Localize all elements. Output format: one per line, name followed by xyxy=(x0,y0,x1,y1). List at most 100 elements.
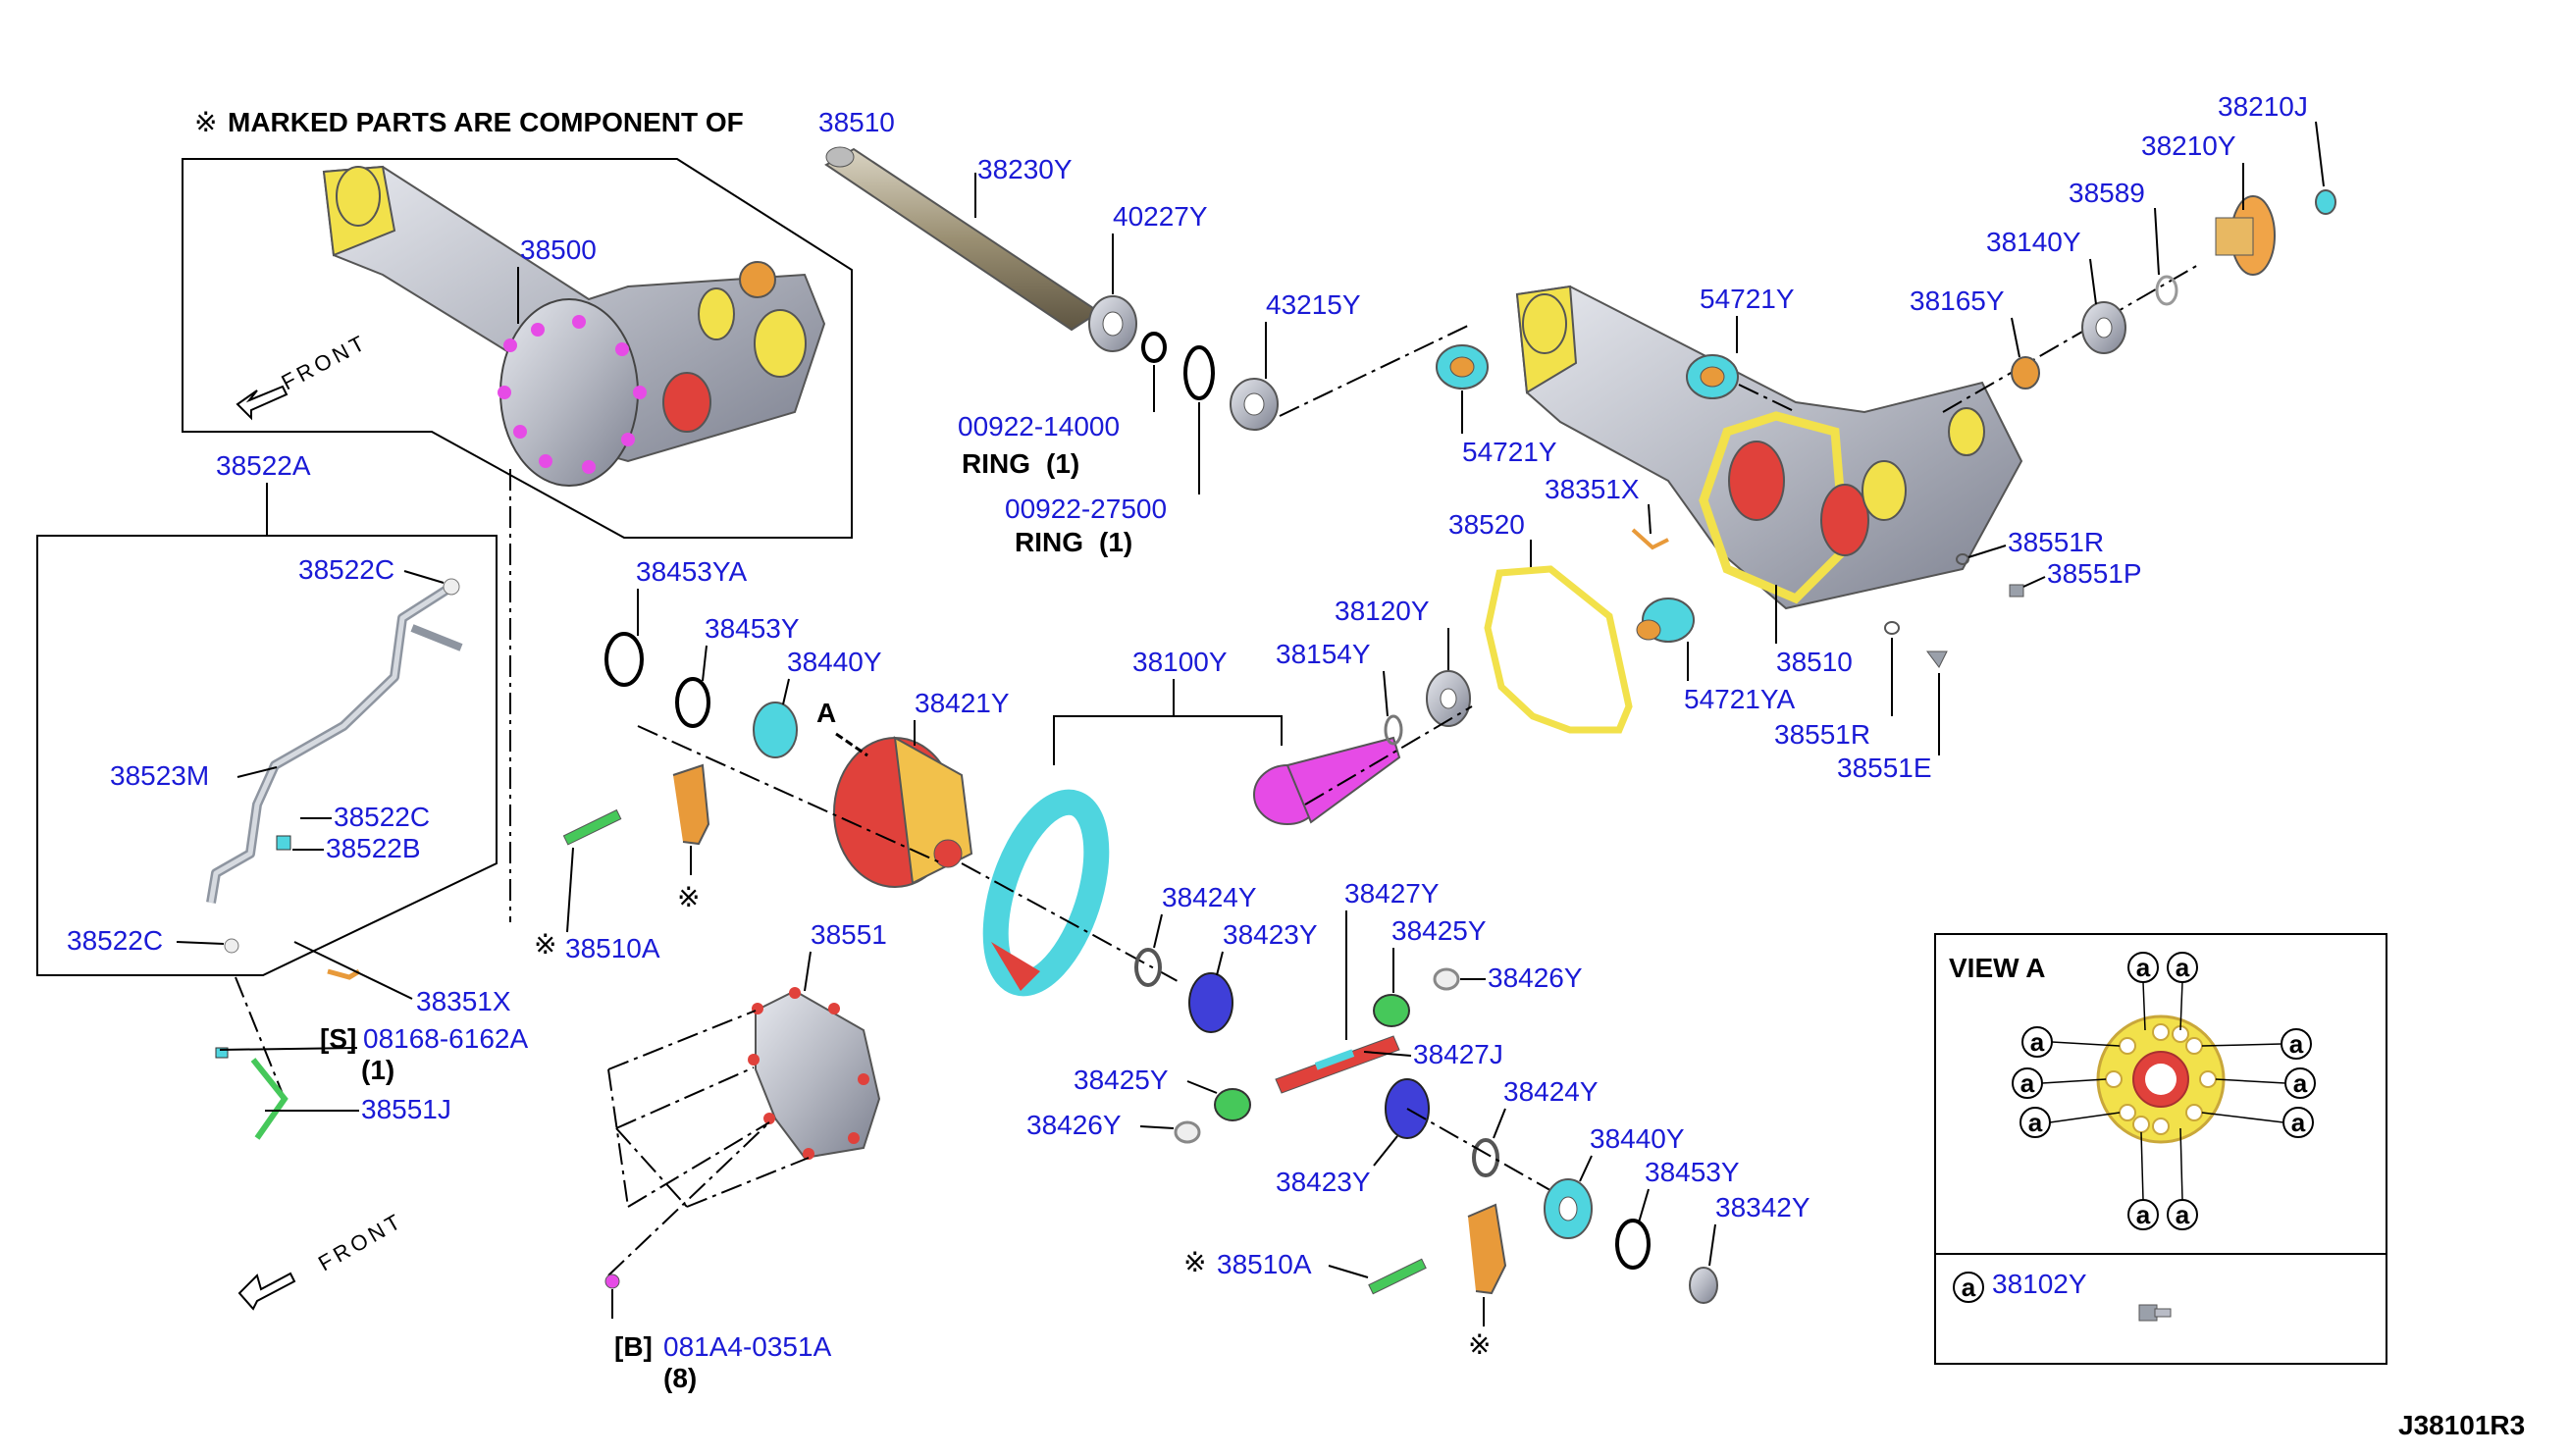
breather-bracket[interactable] xyxy=(215,1047,288,1140)
label-38453Y-top[interactable]: 38453Y xyxy=(705,613,800,644)
label-00922-14000[interactable]: 00922-14000 xyxy=(958,411,1120,442)
label-38510A-bottom[interactable]: 38510A xyxy=(1217,1249,1312,1279)
cup-38453Y-bottom[interactable] xyxy=(1615,1219,1651,1270)
ring-gear-38100Y[interactable] xyxy=(975,789,1116,997)
hub-38210Y[interactable] xyxy=(2215,195,2276,276)
bolt-081A4-0351A[interactable] xyxy=(604,1274,620,1289)
bearing-38440Y-bottom[interactable] xyxy=(1544,1178,1593,1239)
label-38424Y-bottom[interactable]: 38424Y xyxy=(1503,1076,1599,1107)
label-38426Y-bottom[interactable]: 38426Y xyxy=(1026,1110,1122,1140)
label-38423Y-top[interactable]: 38423Y xyxy=(1223,919,1318,950)
label-38551J[interactable]: 38551J xyxy=(361,1094,451,1124)
label-00922-27500[interactable]: 00922-27500 xyxy=(1005,494,1167,524)
label-38423Y-bottom[interactable]: 38423Y xyxy=(1276,1167,1371,1197)
pinion-gear-38425Y-bottom[interactable] xyxy=(1214,1088,1251,1121)
label-38120Y[interactable]: 38120Y xyxy=(1335,596,1430,626)
label-38551R-bottom[interactable]: 38551R xyxy=(1774,719,1870,750)
label-38522C-top[interactable]: 38522C xyxy=(298,554,394,585)
washer-38426Y-top[interactable] xyxy=(1433,967,1460,991)
label-38453Y-bottom[interactable]: 38453Y xyxy=(1645,1157,1740,1187)
label-38210J[interactable]: 38210J xyxy=(2218,91,2308,122)
bushing-54721Y-top[interactable] xyxy=(1686,354,1739,399)
cap-right[interactable] xyxy=(1467,1203,1507,1295)
bearing-38140Y[interactable] xyxy=(2081,301,2126,354)
spacer-38154Y[interactable] xyxy=(1384,714,1403,746)
label-38453YA[interactable]: 38453YA xyxy=(636,556,747,587)
label-38165Y[interactable]: 38165Y xyxy=(1910,286,2005,316)
bolt-38510A-bottom[interactable] xyxy=(1368,1258,1427,1295)
label-38440Y-bottom[interactable]: 38440Y xyxy=(1590,1123,1685,1154)
label-54721Y-top[interactable]: 54721Y xyxy=(1700,284,1795,314)
label-38551P[interactable]: 38551P xyxy=(2047,558,2142,589)
label-38140Y[interactable]: 38140Y xyxy=(1986,227,2081,257)
ring-00922-14000[interactable] xyxy=(1141,332,1167,363)
rear-cover-38551[interactable] xyxy=(748,987,881,1160)
nut-38165Y[interactable] xyxy=(2011,356,2040,390)
label-38551E[interactable]: 38551E xyxy=(1837,753,1932,783)
shim-38342Y[interactable] xyxy=(1689,1267,1718,1304)
cap-38210J[interactable] xyxy=(2315,189,2336,215)
label-38510-right[interactable]: 38510 xyxy=(1776,647,1853,677)
label-38154Y[interactable]: 38154Y xyxy=(1276,639,1371,669)
plug-38551E[interactable] xyxy=(1926,650,1948,668)
label-08168-6162A[interactable]: 08168-6162A xyxy=(363,1023,528,1054)
label-38351X-left[interactable]: 38351X xyxy=(416,986,511,1016)
legend-38102Y[interactable]: a 38102Y xyxy=(1953,1269,2087,1303)
label-38230Y[interactable]: 38230Y xyxy=(977,154,1073,184)
bolt-38551P[interactable] xyxy=(2009,584,2024,598)
bolt-38510A-left[interactable] xyxy=(562,808,622,846)
washer-38426Y-bottom[interactable] xyxy=(1174,1120,1201,1144)
gasket-38520[interactable] xyxy=(1484,565,1633,734)
ring-00922-27500[interactable] xyxy=(1183,345,1215,400)
label-38425Y-bottom[interactable]: 38425Y xyxy=(1074,1065,1169,1095)
label-38210Y[interactable]: 38210Y xyxy=(2141,130,2236,161)
cup-38453YA[interactable] xyxy=(604,632,644,687)
bolt-38551R-top[interactable] xyxy=(1956,553,1969,565)
bolt-38102Y[interactable] xyxy=(2138,1304,2172,1322)
cap-left[interactable] xyxy=(672,763,710,846)
axle-housing-38500[interactable] xyxy=(322,165,826,487)
label-38551R-top[interactable]: 38551R xyxy=(2008,527,2104,557)
label-38427Y[interactable]: 38427Y xyxy=(1344,878,1440,909)
bushing-54721YA[interactable] xyxy=(1636,598,1695,643)
pinion-gear-38425Y-top[interactable] xyxy=(1373,994,1410,1027)
label-38100Y[interactable]: 38100Y xyxy=(1132,647,1228,677)
label-38522A[interactable]: 38522A xyxy=(216,450,311,481)
ring-38589[interactable] xyxy=(2155,275,2178,306)
label-38424Y-top[interactable]: 38424Y xyxy=(1162,882,1257,912)
label-40227Y[interactable]: 40227Y xyxy=(1113,201,1208,232)
cup-38453Y-top[interactable] xyxy=(675,677,710,728)
axle-housing-38510[interactable] xyxy=(1515,285,2023,610)
washer-38424Y-bottom[interactable] xyxy=(1472,1138,1499,1177)
label-54721YA[interactable]: 54721YA xyxy=(1684,684,1795,714)
label-38520[interactable]: 38520 xyxy=(1448,509,1525,540)
label-38522B[interactable]: 38522B xyxy=(326,833,421,863)
label-38426Y-top[interactable]: 38426Y xyxy=(1488,962,1583,993)
clip-38351X-right[interactable] xyxy=(1631,528,1669,550)
label-38523M[interactable]: 38523M xyxy=(110,760,209,791)
bearing-43215Y[interactable] xyxy=(1230,378,1279,431)
label-38342Y[interactable]: 38342Y xyxy=(1715,1192,1810,1222)
bushing-54721Y-left[interactable] xyxy=(1436,344,1489,390)
label-38500[interactable]: 38500 xyxy=(520,234,597,265)
pinion-shaft-38427Y[interactable] xyxy=(1275,1035,1400,1094)
label-38522C-bottom[interactable]: 38522C xyxy=(67,925,163,956)
label-43215Y[interactable]: 43215Y xyxy=(1266,289,1361,320)
note-part-number[interactable]: 38510 xyxy=(818,107,895,137)
label-38427J[interactable]: 38427J xyxy=(1413,1039,1503,1069)
label-081A4-0351A[interactable]: 081A4-0351A xyxy=(663,1331,832,1362)
label-38440Y-top[interactable]: 38440Y xyxy=(787,647,882,677)
label-38421Y[interactable]: 38421Y xyxy=(915,688,1010,718)
label-38102Y[interactable]: 38102Y xyxy=(1992,1269,2087,1299)
label-38522C-mid[interactable]: 38522C xyxy=(334,802,430,832)
breather-hose[interactable] xyxy=(206,578,463,954)
side-gear-38423Y-top[interactable] xyxy=(1188,972,1233,1033)
label-38425Y-top[interactable]: 38425Y xyxy=(1391,915,1487,946)
seal-40227Y[interactable] xyxy=(1088,295,1137,352)
label-38551[interactable]: 38551 xyxy=(811,919,887,950)
bearing-38120Y[interactable] xyxy=(1426,670,1471,727)
clip-38351X-left[interactable] xyxy=(327,968,361,980)
pinion-38100Y[interactable] xyxy=(1253,736,1401,825)
plug-38551R-bottom[interactable] xyxy=(1884,621,1900,635)
washer-38424Y-top[interactable] xyxy=(1134,948,1162,987)
